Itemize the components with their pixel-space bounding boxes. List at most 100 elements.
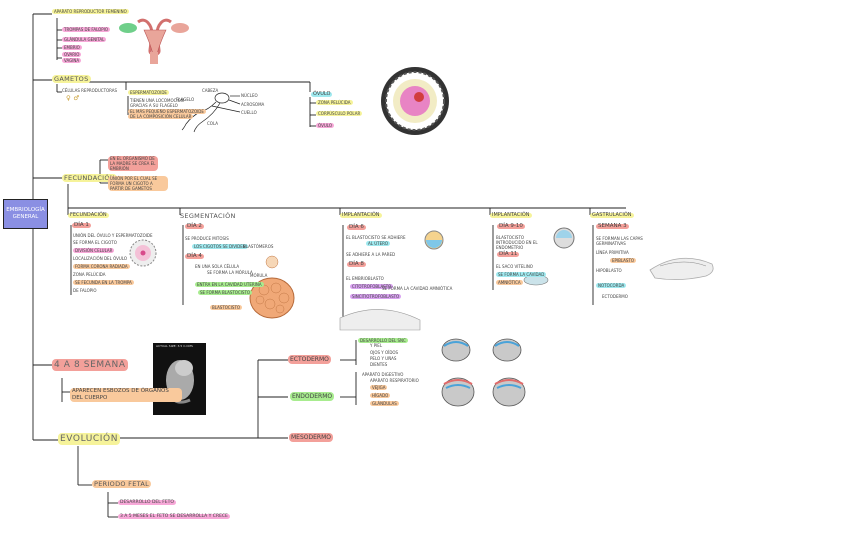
evolucion-note: 3 A 5 MESES EL FETO SE DESARROLLA Y CREC… bbox=[118, 514, 230, 519]
stage-note: AMNIÓTICA bbox=[496, 280, 523, 285]
stage-note: ZONA PELÚCIDA bbox=[73, 272, 106, 277]
stage-note: SE FORMA BLASTOCISTO bbox=[198, 290, 253, 295]
aparato-title[interactable]: APARATO REPRODUCTOR FEMENINO bbox=[52, 9, 129, 14]
stage-note: BLASTOCISTO bbox=[210, 305, 243, 310]
semanas-title[interactable]: 4 A 8 SEMANA bbox=[52, 359, 128, 371]
stage-title-fecundacion[interactable]: FECUNDACIÓN bbox=[68, 212, 109, 218]
stage-note: DIVISIÓN CELULAR bbox=[73, 248, 115, 253]
stage-note: SE FORMAN LAS CAPAS GERMINATIVAS bbox=[596, 236, 643, 246]
stage-note: BLASTÓMEROS bbox=[243, 244, 274, 249]
espermatozoide-note: DE LA COMPOSICIÓN CELULAR bbox=[128, 114, 194, 119]
stage-note: SE ADHIERE A LA PARED bbox=[346, 252, 396, 257]
stage-badge: DÍA 9-10 bbox=[497, 223, 525, 229]
capa-note: GLÁNDULAS bbox=[370, 401, 399, 406]
stage-note: SE FORMA LA CAVIDAD bbox=[496, 272, 547, 277]
stage-note: BLASTOCISTO INTRODUCIDO EN EL ENDOMETRIO bbox=[496, 235, 538, 250]
gametos-celulas: CÉLULAS REPRODUCTORAS bbox=[62, 88, 118, 93]
stage-title-implantacion-2[interactable]: IMPLANTACIÓN bbox=[490, 212, 532, 218]
sperm-label: CUELLO bbox=[241, 110, 257, 115]
germ-layer-illustrations bbox=[441, 338, 526, 407]
stage-note: EL SACO VITELINO bbox=[496, 264, 533, 269]
espermatozoide-note: GRACIAS A SU FLAGELO bbox=[130, 103, 178, 108]
aparato-item: VAGINA bbox=[62, 58, 82, 63]
ovulo-item: CORPÚSCULO POLAR bbox=[316, 111, 363, 116]
evolucion-title[interactable]: EVOLUCIÓN bbox=[58, 433, 121, 445]
capa-note: PELO Y UÑAS bbox=[370, 356, 397, 361]
stage-badge: DÍA 6 bbox=[347, 224, 366, 230]
capa-note: OJOS Y OÍDOS bbox=[370, 350, 399, 355]
stage-note: SINCITIOTROFOBLASTO bbox=[350, 294, 402, 299]
capa-note: APARATO RESPIRATORIO bbox=[370, 378, 419, 383]
stage-note: NOTOCORDA bbox=[596, 283, 627, 288]
stage-badge: DÍA 1 bbox=[72, 222, 91, 228]
aparato-item: GLÁNDULA GENITAL bbox=[62, 37, 107, 42]
aparato-item: OVARIO bbox=[62, 52, 82, 57]
sperm-label: ACROSOMA bbox=[241, 102, 265, 107]
capa-note: DIENTES bbox=[370, 362, 388, 367]
stage-note: LÍNEA PRIMITIVA bbox=[596, 250, 629, 255]
stage-note: ECTODERMO bbox=[602, 294, 628, 299]
capa-mesodermo[interactable]: MESODERMO bbox=[289, 433, 333, 442]
stage-note: MÓRULA bbox=[250, 273, 268, 278]
stage-note: EN UNA SOLA CÉLULA bbox=[195, 264, 240, 269]
center-topic[interactable]: EMBRIOLOGÍA GENERAL bbox=[3, 199, 48, 229]
stage-note: SE FORMA EL CIGOTO bbox=[73, 240, 117, 245]
stage-note: FORMA CORONA RADIADA bbox=[73, 264, 130, 269]
stage-note: ENTRA EN LA CAVIDAD UTERINA bbox=[195, 282, 264, 287]
stage-title-implantacion[interactable]: IMPLANTACIÓN bbox=[340, 212, 382, 218]
stage-note: CITOTROFOBLASTO bbox=[350, 284, 394, 289]
gastrulation-illustration bbox=[649, 257, 714, 280]
capa-endodermo[interactable]: ENDODERMO bbox=[290, 392, 335, 401]
stage-note: SE PRODUCE MITOSIS bbox=[185, 236, 229, 241]
capa-note: APARATO DIGESTIVO bbox=[362, 372, 404, 377]
sperm-label: COLA bbox=[207, 121, 218, 126]
periodo-fetal[interactable]: PERIODO FETAL bbox=[92, 480, 152, 488]
ovum-illustration bbox=[381, 67, 449, 135]
stage-note: SE FORMA LA CAVIDAD AMNIÓTICA bbox=[382, 286, 453, 291]
zygote-illustration bbox=[129, 239, 157, 267]
ovulo-item: ÓVULO bbox=[316, 123, 334, 128]
stage-note: LOS CIGOTOS SE DIVIDEN bbox=[192, 244, 248, 249]
capa-note: VEJIGA bbox=[370, 385, 388, 390]
stage-note: EL EMBRIOBLASTO bbox=[346, 276, 384, 281]
stage-note: EPIBLASTO bbox=[610, 258, 637, 263]
stage-note: LOCALIZACIÓN DEL ÓVULO bbox=[73, 256, 128, 261]
stage-note: HIPOBLASTO bbox=[596, 268, 622, 273]
stage-note: SE FECUNDA EN LA TROMPA bbox=[73, 280, 134, 285]
espermatozoide-note: EL MÁS PEQUEÑO ESPERMATOZOIDE bbox=[128, 109, 206, 114]
capa-note: HÍGADO bbox=[370, 393, 391, 398]
stage-note: SE FORMA LA MÓRULA bbox=[207, 270, 253, 275]
fecundacion-title[interactable]: FECUNDACIÓN bbox=[62, 174, 117, 182]
fecundacion-note: UNIÓN POR EL CUAL SE FORMA UN CIGOTO A P… bbox=[108, 176, 168, 191]
gametos-title[interactable]: GAMETOS bbox=[52, 75, 91, 83]
stage-title-segmentacion[interactable]: SEGMENTACIÓN bbox=[180, 212, 236, 220]
embryo-photo bbox=[153, 343, 206, 415]
stage-badge: SEMANA 3 bbox=[596, 223, 629, 229]
stage-note: DE FALOPIO bbox=[73, 288, 97, 293]
capa-ectodermo[interactable]: ECTODERMO bbox=[288, 355, 331, 364]
sperm-label: NÚCLEO bbox=[241, 93, 258, 98]
stage-note: UNIÓN DEL ÓVULO Y ESPERMATOZOIDE bbox=[73, 233, 153, 238]
ovulo-title[interactable]: ÓVULO bbox=[311, 91, 333, 97]
stage-badge: DÍA 2 bbox=[185, 223, 204, 229]
embryo-caption: ACTUAL SIZE: 3.5 C.CMS bbox=[156, 344, 193, 348]
gender-symbols: ♀ ♂ bbox=[66, 94, 80, 102]
morula-illustration bbox=[249, 255, 295, 319]
semanas-note: APARECEN ESBOZOS DE ÓRGANOS DEL CUERPO bbox=[70, 388, 182, 402]
espermatozoide-note: TIENEN UNA LOCOMOCIÓN bbox=[130, 98, 184, 103]
stage-badge: DÍA 8 bbox=[347, 261, 366, 267]
stage-title-gastrulacion[interactable]: GASTRULACIÓN bbox=[590, 212, 634, 218]
stage-note: AL ÚTERO bbox=[366, 241, 391, 246]
sperm-label: FLAGELO bbox=[176, 97, 195, 102]
implantation-illustration bbox=[339, 230, 444, 331]
evolucion-note: DESARROLLO DEL FETO bbox=[118, 500, 176, 505]
center-topic-label: EMBRIOLOGÍA GENERAL bbox=[6, 207, 45, 220]
stage-badge: DÍA 4 bbox=[185, 253, 204, 259]
ovulo-item: ZONA PELÚCIDA bbox=[316, 100, 353, 105]
aparato-item: EMBRIO bbox=[62, 45, 82, 50]
implantation-day9-illustration bbox=[523, 227, 575, 286]
espermatozoide-title[interactable]: ESPERMATOZOIDE bbox=[128, 90, 169, 95]
uterus-illustration bbox=[119, 18, 189, 64]
aparato-item: TROMPAS DE FALOPIO bbox=[62, 27, 111, 32]
